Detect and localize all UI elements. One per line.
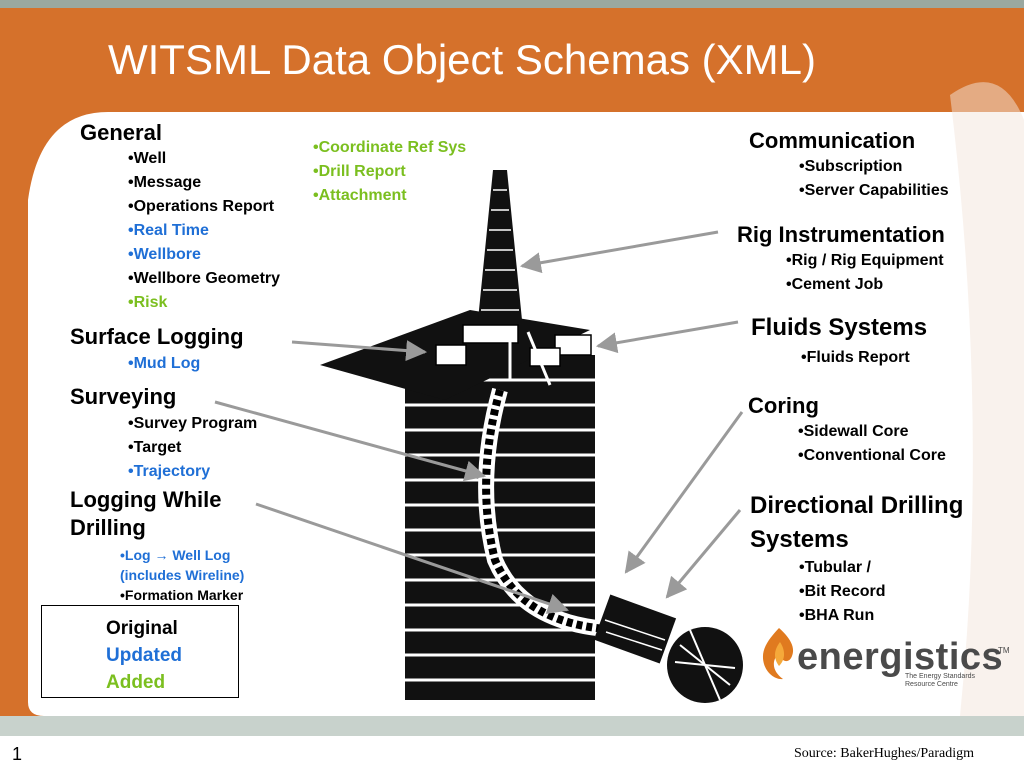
surveying-items: •Survey Program •Target •Trajectory (128, 412, 257, 484)
list-item: •Risk (128, 294, 168, 311)
list-item: •Sidewall Core (798, 423, 909, 440)
list-item: •Conventional Core (798, 447, 946, 464)
list-item-note: (includes Wireline) (120, 567, 245, 583)
list-item: •Subscription (799, 158, 903, 175)
energistics-logo-text: energistics (797, 636, 1004, 678)
formation-cylinder (405, 355, 595, 700)
list-item: •Wellbore (128, 246, 201, 263)
group-heading-directional-1: Directional Drilling (750, 492, 964, 519)
list-item: •Coordinate Ref Sys (313, 139, 467, 156)
page-number: 1 (12, 744, 23, 764)
arrow-fluids-systems (595, 320, 739, 354)
source-note: Source: BakerHughes/Paradigm (794, 746, 975, 761)
lwd-items: •Log → Well Log (includes Wireline) •For… (120, 545, 244, 605)
group-heading: General (80, 120, 162, 145)
list-item: •Real Time (128, 222, 209, 239)
arrow-lwd (255, 502, 569, 614)
list-item: •Cement Job (786, 276, 884, 293)
derrick-tower (478, 170, 522, 320)
arrow-right-icon: → (154, 547, 169, 563)
list-item: •Formation Marker (120, 587, 244, 603)
legend-updated: Updated (106, 645, 182, 666)
drill-bit (593, 594, 743, 703)
list-item: •Tubular / (799, 559, 871, 576)
arrow-directional-drilling (665, 509, 742, 599)
list-item: •Message (128, 174, 202, 191)
list-item: •Drill Report (313, 163, 406, 180)
logo-tm: TM (998, 646, 1010, 655)
list-item-log: •Log → Well Log (120, 547, 231, 563)
list-item: •Operations Report (128, 198, 275, 215)
list-item: •Wellbore Geometry (128, 270, 281, 287)
list-item: •Well (128, 150, 167, 167)
list-item: •Fluids Report (801, 349, 910, 366)
list-item: •Survey Program (128, 415, 258, 432)
extra-items: •Coordinate Ref Sys •Drill Report •Attac… (313, 136, 466, 208)
group-heading-directional-2: Systems (750, 526, 849, 553)
list-item: •Trajectory (128, 463, 211, 480)
list-item: •Bit Record (799, 583, 886, 600)
group-heading-lwd-1: Logging While (70, 487, 222, 512)
legend-original: Original (106, 618, 178, 639)
group-general: General (80, 119, 162, 147)
list-item: •Server Capabilities (799, 182, 949, 199)
arrow-coring (624, 411, 744, 574)
arrow-surveying (214, 400, 487, 482)
coring-items: •Sidewall Core •Conventional Core (798, 420, 946, 468)
list-item: •BHA Run (799, 607, 875, 624)
slide-title: WITSML Data Object Schemas (XML) (108, 36, 816, 83)
arrow-rig-instrumentation (519, 230, 719, 274)
group-heading-communication: Communication (749, 128, 916, 153)
fluids-systems-items: •Fluids Report (801, 346, 910, 370)
group-heading-lwd-2: Drilling (70, 515, 146, 540)
group-heading-fluids-systems: Fluids Systems (751, 314, 928, 341)
group-heading-surveying: Surveying (70, 384, 177, 409)
group-heading-coring: Coring (748, 393, 819, 418)
legend-box: Original Updated Added (41, 605, 239, 698)
communication-items: •Subscription •Server Capabilities (799, 155, 949, 203)
legend-added: Added (106, 672, 166, 693)
surface-logging-items: •Mud Log (128, 352, 200, 376)
rig-instrumentation-items: •Rig / Rig Equipment •Cement Job (786, 249, 944, 297)
energistics-flame-icon (762, 628, 794, 680)
arrow-surface-logging (291, 340, 428, 362)
list-item: •Attachment (313, 187, 407, 204)
drilling-rig-illustration (320, 170, 743, 703)
general-items: •Well •Message •Operations Report •Real … (128, 147, 280, 315)
list-item: •Rig / Rig Equipment (786, 252, 944, 269)
group-heading-rig-instrumentation: Rig Instrumentation (737, 222, 945, 247)
list-item: •Mud Log (128, 355, 201, 372)
group-heading-surface-logging: Surface Logging (70, 324, 244, 349)
directional-drilling-items: •Tubular / •Bit Record •BHA Run (799, 556, 886, 628)
list-item: •Target (128, 439, 182, 456)
logo-tagline: The Energy Standards Resource Centre (905, 673, 976, 688)
